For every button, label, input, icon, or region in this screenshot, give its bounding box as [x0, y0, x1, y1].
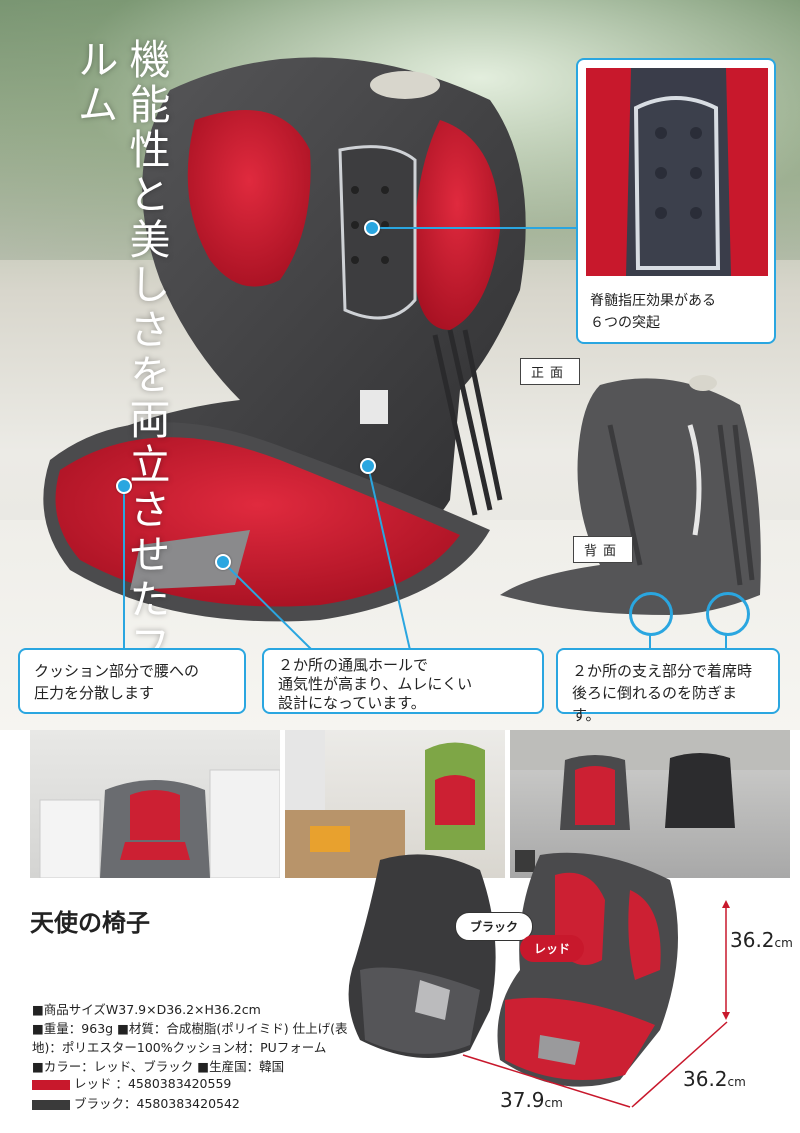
width-unit: cm — [544, 1096, 563, 1110]
product-spec: ■商品サイズW37.9×D36.2×H36.2cm ■重量：963g ■材質：合… — [32, 1000, 412, 1076]
height-unit: cm — [774, 936, 793, 950]
vent-callout-text-3: 設計になっています。 — [278, 694, 426, 712]
callout-lines — [123, 227, 590, 651]
cushion-callout: クッション部分で腰への 圧力を分散します — [18, 648, 246, 714]
vent-callout-text-2: 通気性が高まり、ムレにくい — [278, 675, 473, 693]
spine-marker-dot — [364, 220, 380, 236]
support-callout-text-1: ２か所の支え部分で着席時 — [572, 662, 753, 680]
back-label: 背面 — [573, 536, 634, 563]
red-badge: レッド — [520, 935, 585, 962]
vent-marker-dot-1 — [215, 554, 231, 570]
black-badge: ブラック — [455, 912, 534, 941]
headline: 機能性と美しさを両立させたフォルム — [70, 38, 170, 713]
product-pair-image — [348, 852, 678, 1087]
spec-line-4: ■カラー：レッド、ブラック ■生産国：韓国 — [32, 1059, 285, 1074]
red-swatch — [32, 1079, 70, 1090]
depth-value: 36.2 — [683, 1067, 728, 1091]
spec-line-3: 地)：ポリエスター100%クッション材：PUフォーム — [32, 1040, 327, 1055]
product-title: 天使の椅子 — [30, 909, 150, 937]
height-dimension: 36.2cm — [730, 928, 793, 952]
depth-unit: cm — [727, 1075, 746, 1089]
cushion-callout-text-2: 圧力を分散します — [34, 684, 155, 702]
vent-marker-dot-2 — [360, 458, 376, 474]
black-swatch — [32, 1099, 70, 1110]
spec-line-1: ■商品サイズW37.9×D36.2×H36.2cm — [32, 1002, 261, 1017]
jan-black-row: ブラック：4580383420542 — [32, 1093, 240, 1112]
support-callout-lines — [649, 633, 727, 650]
spine-closeup-image — [586, 68, 768, 276]
spec-line-2: ■重量：963g ■材質：合成樹脂(ポリイミド) 仕上げ(表 — [32, 1021, 348, 1036]
spine-callout-text-1: 脊髄指圧効果がある — [590, 293, 716, 309]
height-value: 36.2 — [730, 928, 775, 952]
depth-dimension: 36.2cm — [683, 1067, 746, 1091]
photo-sofa — [30, 730, 280, 878]
front-label: 正面 — [520, 358, 581, 385]
support-marker-2 — [706, 592, 750, 636]
chair-front-image — [43, 57, 526, 622]
jan-red-row: レッド ：4580383420559 — [32, 1073, 231, 1092]
spine-callout: 脊髄指圧効果がある ６つの突起 — [576, 58, 776, 344]
chair-back-image — [500, 375, 761, 615]
cushion-callout-text-1: クッション部分で腰への — [34, 662, 200, 680]
hero-section: 機能性と美しさを両立させたフォルム 脊髄指圧効果がある ６つの突起 正面 — [0, 0, 800, 730]
support-callout: ２か所の支え部分で着席時 後ろに倒れるのを防ぎます。 — [556, 648, 780, 724]
cushion-marker-dot — [116, 478, 132, 494]
support-callout-text-2: 後ろに倒れるのを防ぎます。 — [572, 684, 738, 724]
width-value: 37.9 — [500, 1088, 545, 1112]
spine-callout-text-2: ６つの突起 — [590, 315, 660, 331]
vent-callout-text-1: ２か所の通風ホールで — [278, 656, 429, 674]
vent-callout: ２か所の通風ホールで 通気性が高まり、ムレにくい 設計になっています。 — [262, 648, 544, 714]
jan-red-text: レッド ：4580383420559 — [74, 1076, 232, 1091]
jan-black-text: ブラック：4580383420542 — [74, 1096, 240, 1111]
width-dimension: 37.9cm — [500, 1088, 563, 1112]
